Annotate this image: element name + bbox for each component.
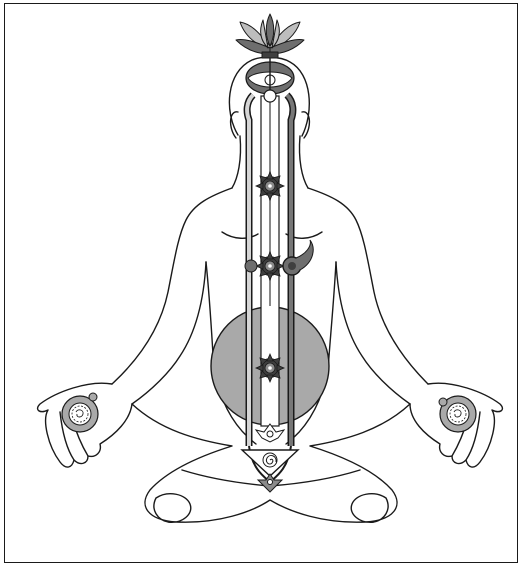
torso-right bbox=[328, 262, 336, 370]
lower-lotus-icon bbox=[256, 424, 284, 442]
lotus-icon bbox=[236, 14, 304, 58]
palm-mandala-icon bbox=[62, 393, 98, 432]
leg-crease-right bbox=[270, 470, 360, 486]
neck-right bbox=[299, 136, 308, 188]
chakra-flower-icon bbox=[256, 354, 284, 382]
chakra-flower-icon bbox=[256, 252, 284, 280]
root-lotus-icon bbox=[258, 474, 282, 492]
left-foot bbox=[154, 494, 191, 523]
leg-crease-left bbox=[182, 470, 270, 486]
right-foot bbox=[351, 494, 388, 523]
left-node bbox=[245, 260, 257, 272]
spiral-icon bbox=[263, 453, 277, 467]
crown-ornament bbox=[246, 56, 294, 102]
neck bbox=[232, 136, 241, 188]
palm-mandala-icon bbox=[439, 396, 476, 432]
chakra-flower-icon bbox=[256, 172, 284, 200]
